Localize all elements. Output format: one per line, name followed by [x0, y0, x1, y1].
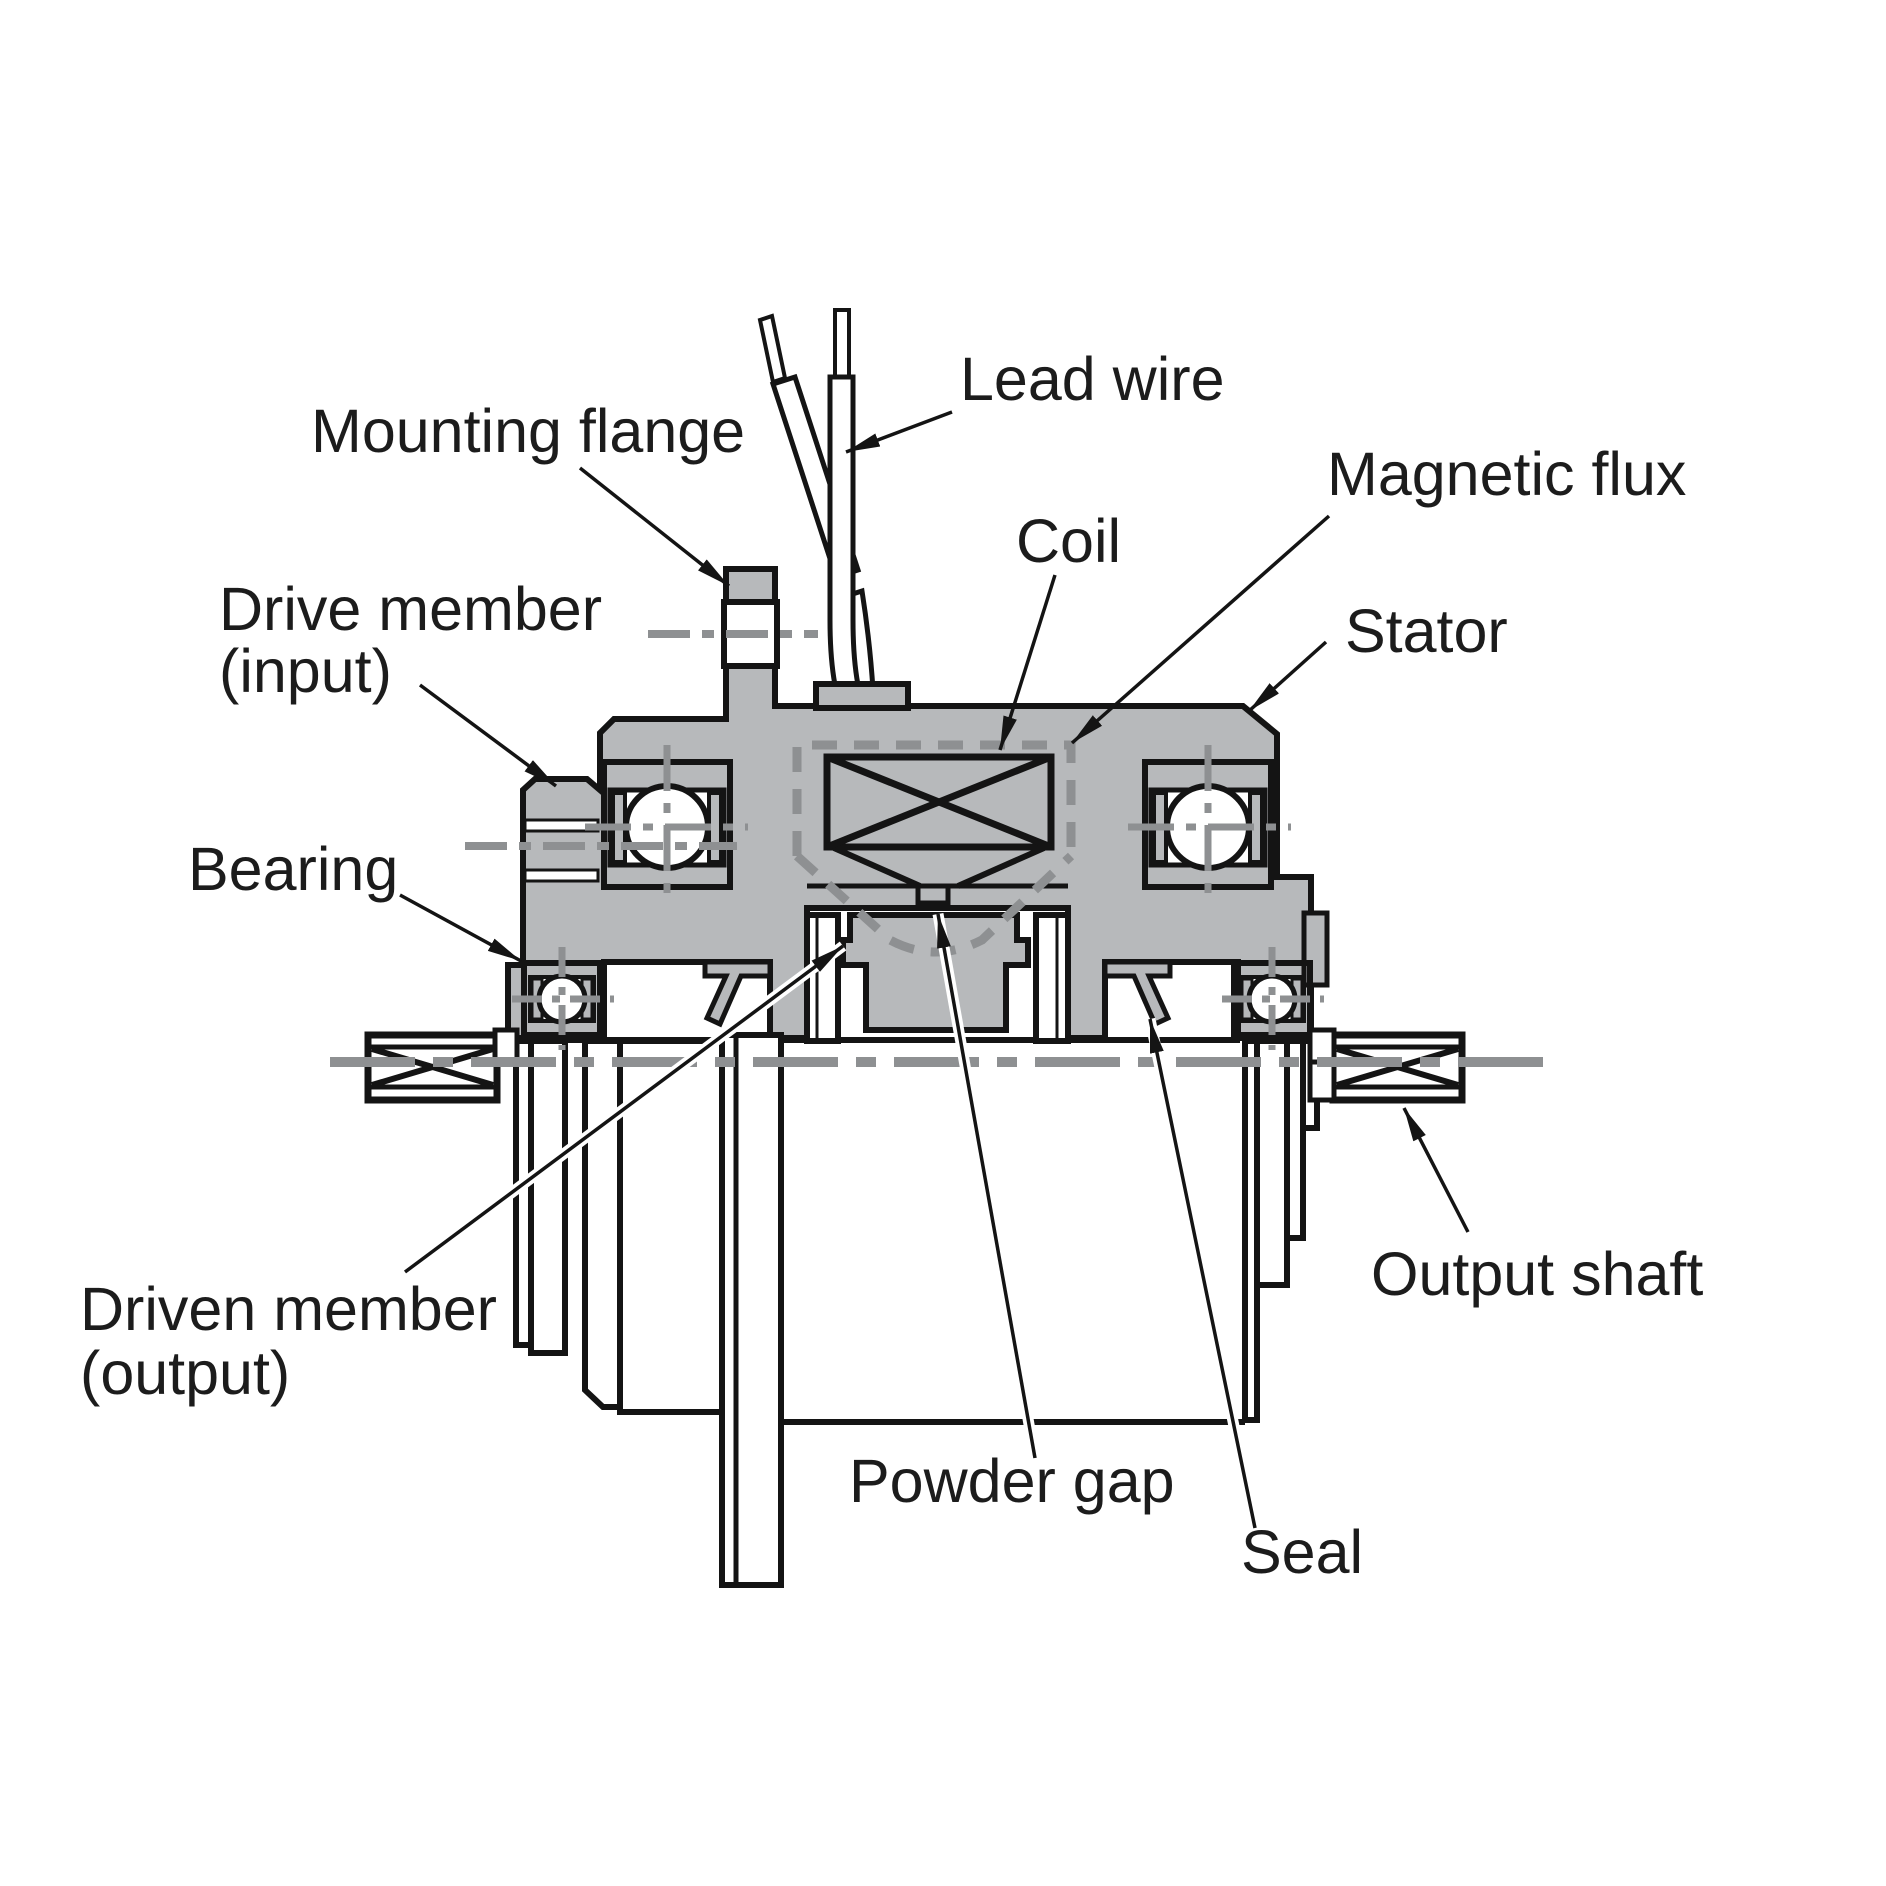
lead-wire-pad — [813, 681, 911, 711]
driven-member-rotor — [840, 912, 1031, 1033]
powder-gap-leader — [936, 913, 1037, 1459]
label-coil: Coil — [1016, 507, 1121, 575]
lead-wire-right-tip — [833, 308, 851, 379]
lead-wire-leader — [845, 410, 953, 454]
label-driven-member: Driven member — [80, 1275, 497, 1343]
leader-lines — [399, 410, 1470, 1530]
label-mounting-flange: Mounting flange — [311, 397, 745, 465]
coil-leader — [998, 574, 1057, 751]
label-magnetic-flux: Magnetic flux — [1327, 440, 1686, 508]
rotor-wall-right — [1033, 912, 1071, 1044]
seal-leader — [1148, 1018, 1257, 1529]
mounting-flange-leader — [578, 466, 731, 588]
funnel-left-edge — [832, 845, 922, 889]
label-seal: Seal — [1241, 1518, 1363, 1586]
funnel-right-edge — [956, 845, 1046, 889]
inner-sleeve-long — [719, 1032, 784, 1588]
stator-leader — [1247, 640, 1328, 713]
label-drive-member: Drive member — [219, 575, 602, 643]
drive-member-leader — [418, 683, 558, 788]
coil-section — [823, 753, 1055, 851]
output-shaft-left — [364, 1027, 520, 1104]
magnetic-flux-leader — [1070, 514, 1331, 745]
output-shaft-leader — [1402, 1107, 1470, 1233]
lead-wires — [757, 308, 911, 711]
pole-neck — [915, 886, 951, 906]
label-driven-member-output: (output) — [80, 1339, 290, 1407]
label-bearing: Bearing — [188, 835, 398, 903]
bearing-crosshairs — [512, 745, 1324, 1050]
label-output-shaft: Output shaft — [1371, 1240, 1703, 1308]
output-hub-sleeves-left — [513, 1038, 623, 1410]
label-powder-gap: Powder gap — [849, 1447, 1175, 1515]
lead-wire-right — [827, 374, 863, 693]
output-shaft-right — [1307, 1027, 1466, 1104]
seal-right — [1102, 959, 1173, 1028]
output-hub-sleeves-right — [1254, 1038, 1320, 1288]
bearing-leader — [399, 893, 522, 963]
seal-left — [702, 959, 773, 1028]
label-lead-wire: Lead wire — [960, 345, 1225, 413]
drive-member-slot-lower — [523, 868, 600, 883]
rotor-wall-left — [804, 912, 841, 1044]
label-drive-member-input: (input) — [219, 637, 392, 705]
driven-member-leader — [403, 944, 845, 1274]
coil-x-diagonal-2 — [825, 753, 1053, 851]
magnetic-flux-loop — [792, 740, 1076, 957]
label-stator: Stator — [1345, 597, 1508, 665]
